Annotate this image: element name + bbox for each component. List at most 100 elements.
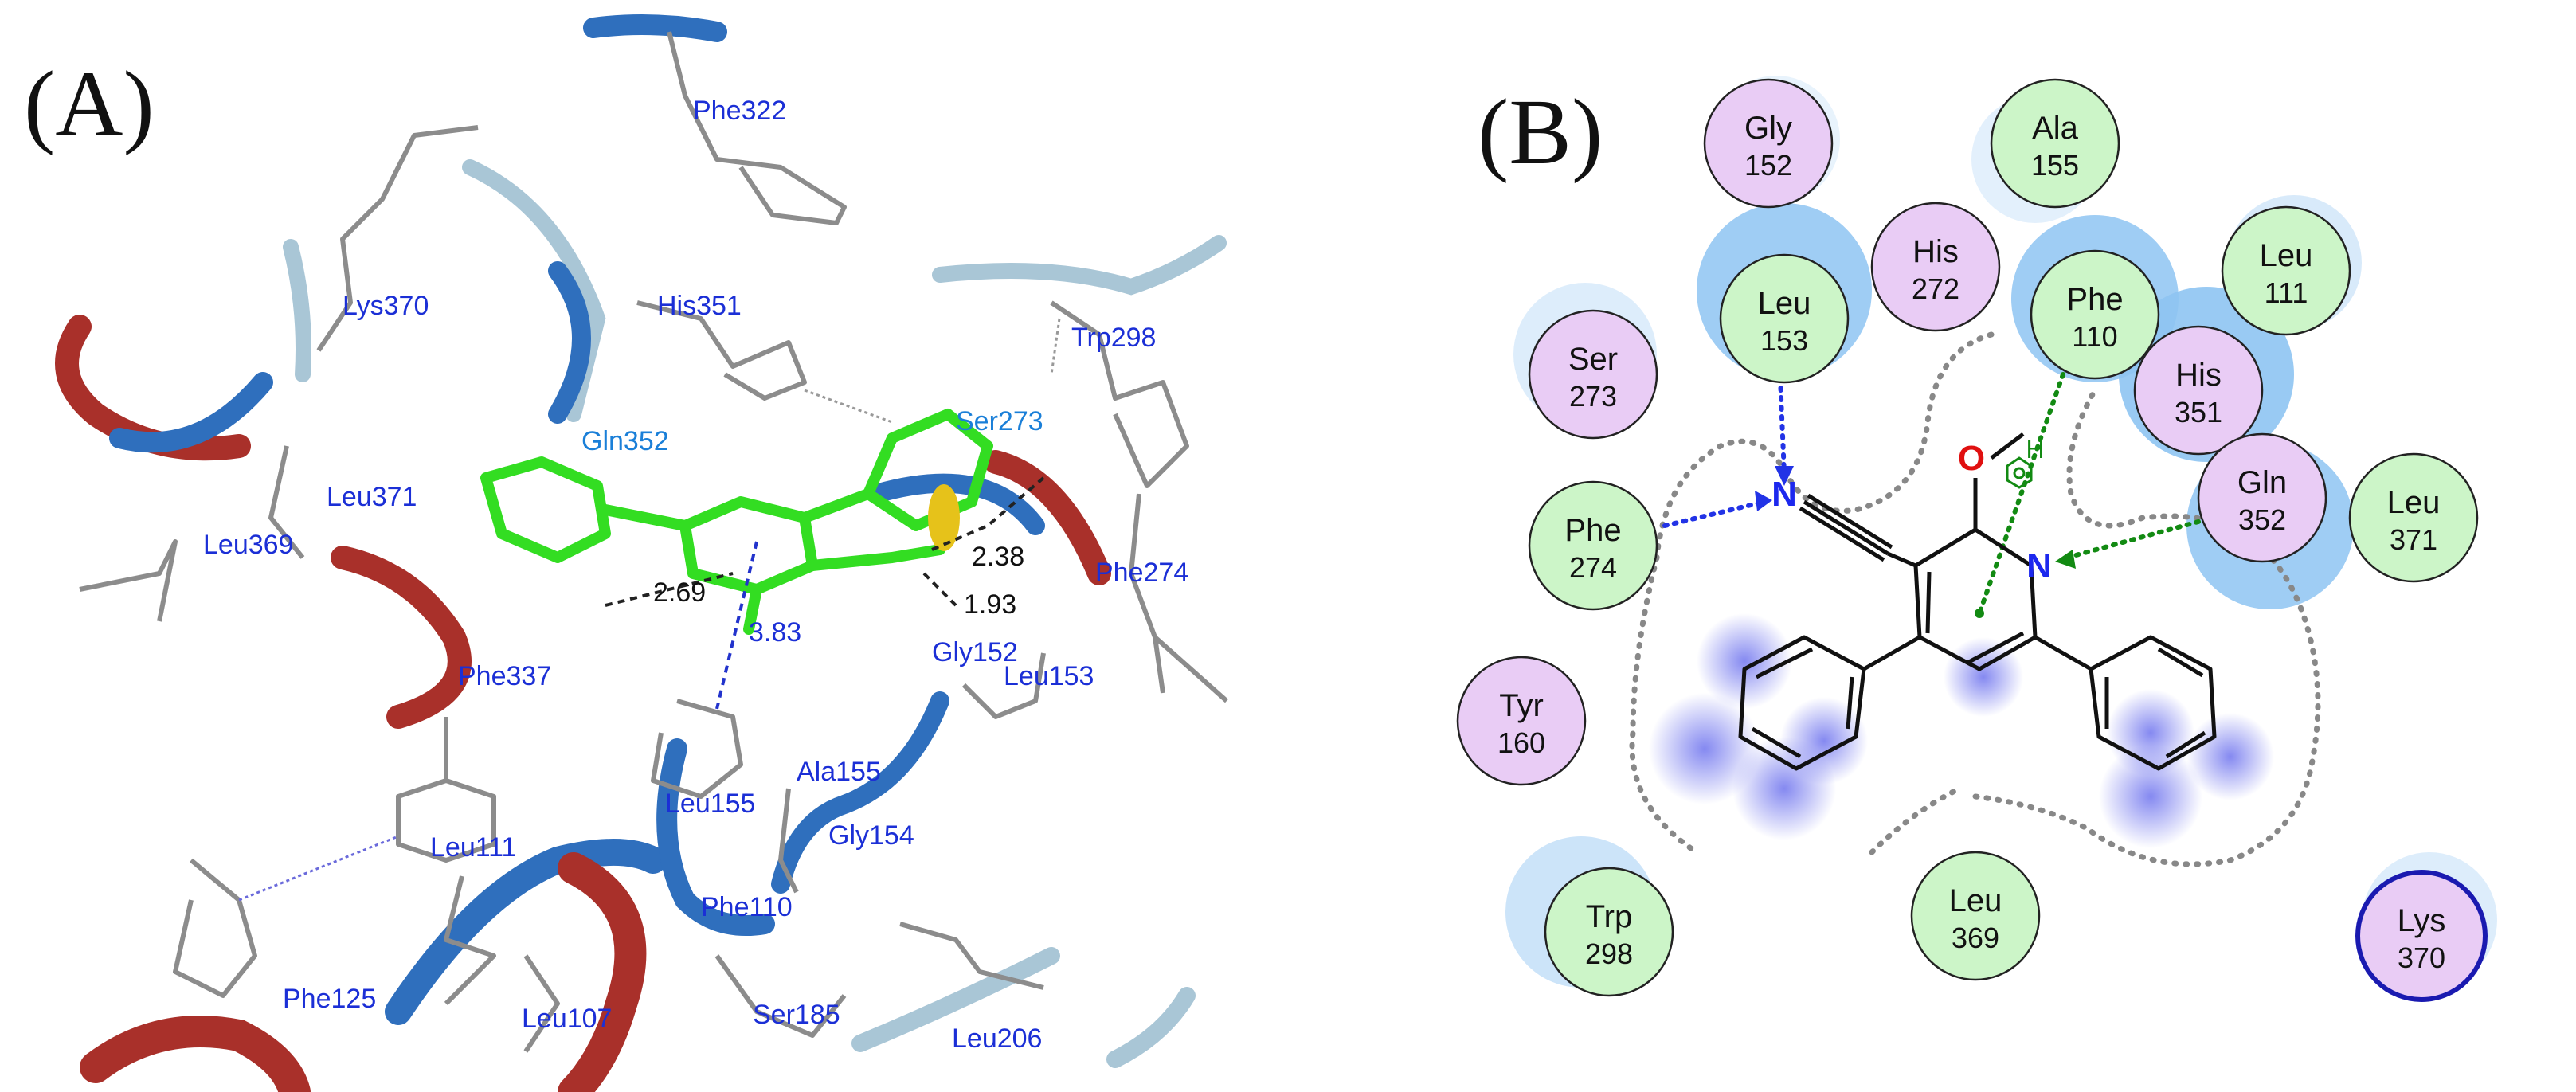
residue-disc	[2133, 325, 2264, 456]
ligand-left-phenyl	[480, 456, 611, 563]
contact-trp298	[1050, 318, 1061, 375]
stick-phe322	[667, 31, 847, 225]
residue-name: Leu	[2260, 238, 2313, 273]
residue-name: Lys	[2398, 903, 2446, 938]
residue-name: Gln	[2237, 465, 2287, 500]
hbond-phe274	[1662, 499, 1767, 528]
left-phenyl	[1738, 635, 1866, 771]
stick-leu153	[961, 652, 1046, 719]
residue-name: Leu	[2387, 485, 2441, 520]
residue-number: 274	[1569, 551, 1617, 584]
residue-trp-298: Trp298	[1544, 867, 1674, 997]
residue-name: His	[1912, 234, 1959, 269]
stick-leu206	[899, 922, 1044, 990]
residue-number: 371	[2390, 523, 2437, 556]
stick-leu111	[444, 875, 496, 1006]
interactions-2d	[1662, 372, 2201, 616]
oh-bond	[1990, 432, 2025, 460]
residue-label: Phe125	[283, 984, 376, 1014]
residue-name: Trp	[1586, 899, 1633, 934]
residue-ala-155: Ala155	[1990, 78, 2120, 209]
residue-name: His	[2175, 358, 2222, 393]
glow	[1649, 693, 1760, 804]
residue-labels-3d: Phe322 Lys370 His351 Trp298 Gln352 Ser27…	[203, 96, 1188, 1054]
residue-gly-152: Gly152	[1703, 78, 1834, 209]
residue-number: 273	[1569, 380, 1617, 413]
residue-disc	[1456, 656, 1587, 786]
hbond-2-69	[605, 572, 734, 607]
ligand-link-right	[799, 488, 874, 523]
residue-number: 152	[1744, 149, 1792, 182]
residue-disc	[2197, 432, 2327, 563]
residue-his-351: His351	[2133, 325, 2264, 456]
residue-disc	[1544, 867, 1674, 997]
residue-name: Gly	[1744, 111, 1792, 146]
pyridine-double	[1925, 571, 2025, 665]
helix-left-red	[55, 315, 251, 461]
residue-number: 351	[2175, 396, 2222, 429]
phenyl-marker	[2006, 456, 2033, 489]
pocket-contour	[1629, 331, 2321, 867]
coil-his351	[462, 159, 606, 422]
residue-name: Tyr	[1499, 688, 1544, 723]
left-link	[1862, 635, 1921, 671]
interaction-lines	[238, 318, 1061, 902]
panel-a: (A)	[24, 14, 1228, 1092]
residue-phe-274: Phe274	[1528, 480, 1658, 611]
residue-gln-352: Gln352	[2197, 432, 2327, 563]
residue-disc	[1528, 480, 1658, 611]
coil-bottom-right	[851, 947, 1060, 1052]
residue-label: Leu111	[430, 832, 516, 863]
residue-disc	[1870, 202, 2001, 332]
residue-label: Gln352	[581, 426, 669, 456]
residue-label: Phe274	[1095, 558, 1188, 588]
contact-his351	[804, 389, 893, 424]
distance-label: 3.83	[749, 617, 801, 648]
stick-ser185	[714, 954, 847, 1038]
right-phenyl	[2089, 635, 2217, 771]
residue-label: Leu107	[522, 1004, 612, 1034]
stick-trp298	[1050, 300, 1189, 488]
pyridine-nitrile-bond	[1887, 551, 1916, 568]
ligand-right-phenyl	[863, 409, 993, 531]
panel-b: (B)	[1456, 76, 2497, 1002]
phenyl-marker-inner	[2013, 467, 2026, 479]
glow	[1697, 613, 1792, 709]
glow	[1780, 697, 1868, 785]
pi-phe110	[1977, 372, 2065, 616]
residue-name: Leu	[1949, 883, 2002, 918]
panel-a-label: (A)	[24, 52, 155, 156]
helix-right-red	[984, 450, 1111, 585]
residue-ser-273: Ser273	[1528, 309, 1658, 440]
arrowhead	[1775, 466, 1794, 486]
arrowheads	[1755, 466, 2076, 618]
protein-ribbons	[55, 14, 1227, 1092]
ribbon-top	[583, 14, 727, 42]
residue-label: Leu155	[665, 789, 755, 819]
residue-number: 111	[2265, 276, 2308, 309]
ribbon-bottom-left-blue	[385, 839, 667, 1025]
stick-phe274	[1129, 493, 1228, 703]
distance-label: 2.38	[972, 542, 1024, 572]
residue-label: Phe110	[701, 892, 793, 922]
stick-ala155	[778, 788, 799, 894]
stick-phe125	[173, 858, 257, 998]
contact-phe125	[238, 835, 399, 902]
residue-number: 369	[1952, 922, 1999, 954]
pi-3-83	[715, 541, 758, 710]
residue-name: Phe	[2066, 282, 2123, 317]
residue-label: Phe337	[458, 661, 551, 691]
residue-disc	[1528, 309, 1658, 440]
ribbon-bottom-red	[558, 852, 647, 1092]
arrowhead	[2055, 550, 2076, 569]
residue-label: Gly152	[932, 637, 1018, 667]
residue-leu-369: Leu 369	[1910, 851, 2041, 981]
phenyl-marker-icon	[2006, 456, 2033, 489]
residue-label: Ser273	[956, 406, 1043, 436]
residue-disc	[2221, 205, 2351, 336]
helix-his351-blue	[548, 261, 591, 424]
coil-left-vertical	[283, 239, 311, 382]
residue-name: Leu	[1758, 286, 1811, 321]
residue-label: His351	[657, 291, 742, 321]
